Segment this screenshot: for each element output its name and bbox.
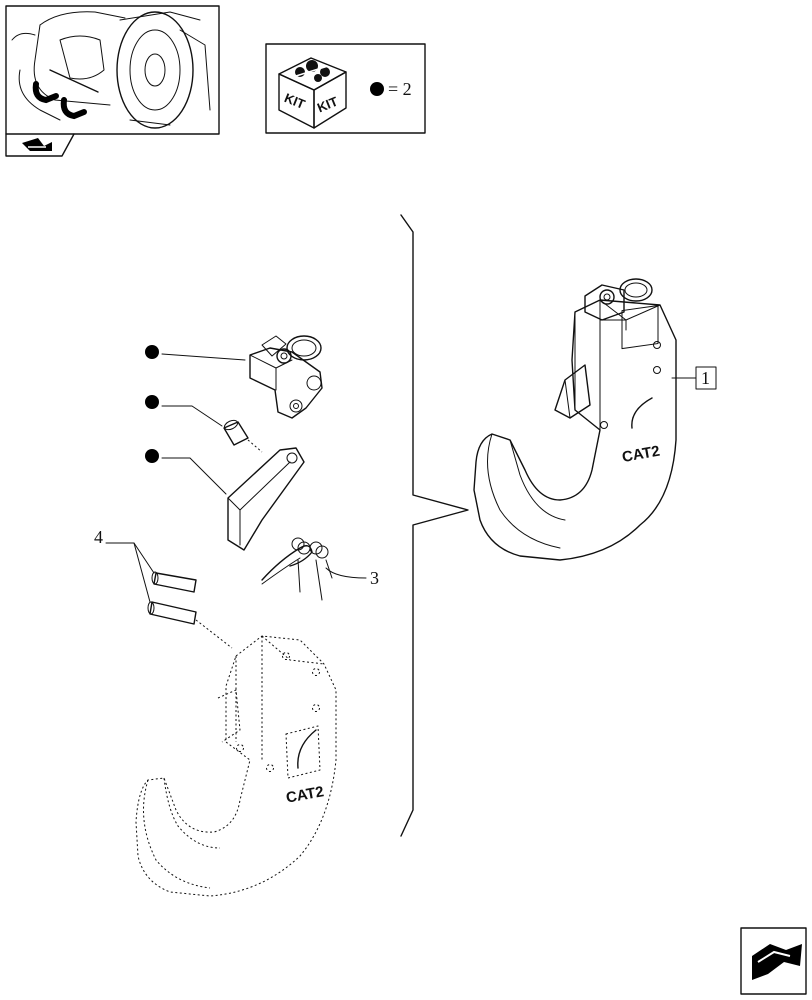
kit-label-right: KIT: [315, 94, 340, 116]
kit-part-markers: [145, 345, 246, 495]
assembled-hook: CAT2: [473, 278, 677, 561]
roller-pins-part: [147, 571, 233, 649]
kit-label-left: KIT: [282, 90, 307, 112]
phantom-hook-marking: CAT2: [285, 783, 325, 806]
callout-1-label: 1: [701, 368, 710, 388]
assembly-bracket: [400, 214, 469, 837]
callout-1: 1: [671, 366, 717, 390]
kit-legend-box: KIT KIT = 2: [265, 43, 426, 134]
next-page-arrow-icon[interactable]: [752, 944, 802, 980]
kit-part-bullet-icon: [145, 449, 159, 463]
callout-4: 4: [94, 527, 155, 603]
kit-part-bullet-icon: [145, 395, 159, 409]
nav-tab[interactable]: [5, 133, 75, 157]
nav-arrow-icon[interactable]: [22, 138, 52, 151]
kit-quantity: = 2: [388, 79, 412, 99]
thumbnail-frame: [5, 5, 220, 135]
latch-body-part: [249, 335, 323, 419]
spring-clips-part: [261, 537, 333, 601]
callout-3: 3: [325, 567, 379, 588]
callout-4-label: 4: [94, 527, 103, 547]
kit-bullet-icon: [370, 82, 384, 96]
next-page-button[interactable]: [740, 927, 807, 995]
hook-marking-cat2: CAT2: [621, 443, 661, 466]
small-pin-part: [223, 419, 263, 453]
kit-part-bullet-icon: [145, 345, 159, 359]
phantom-hook: CAT2: [135, 635, 337, 897]
callout-3-label: 3: [370, 568, 379, 588]
kit-cube-icon: KIT KIT: [278, 57, 347, 129]
tractor-thumbnail: [11, 11, 211, 129]
latch-lever-part: [227, 447, 305, 551]
